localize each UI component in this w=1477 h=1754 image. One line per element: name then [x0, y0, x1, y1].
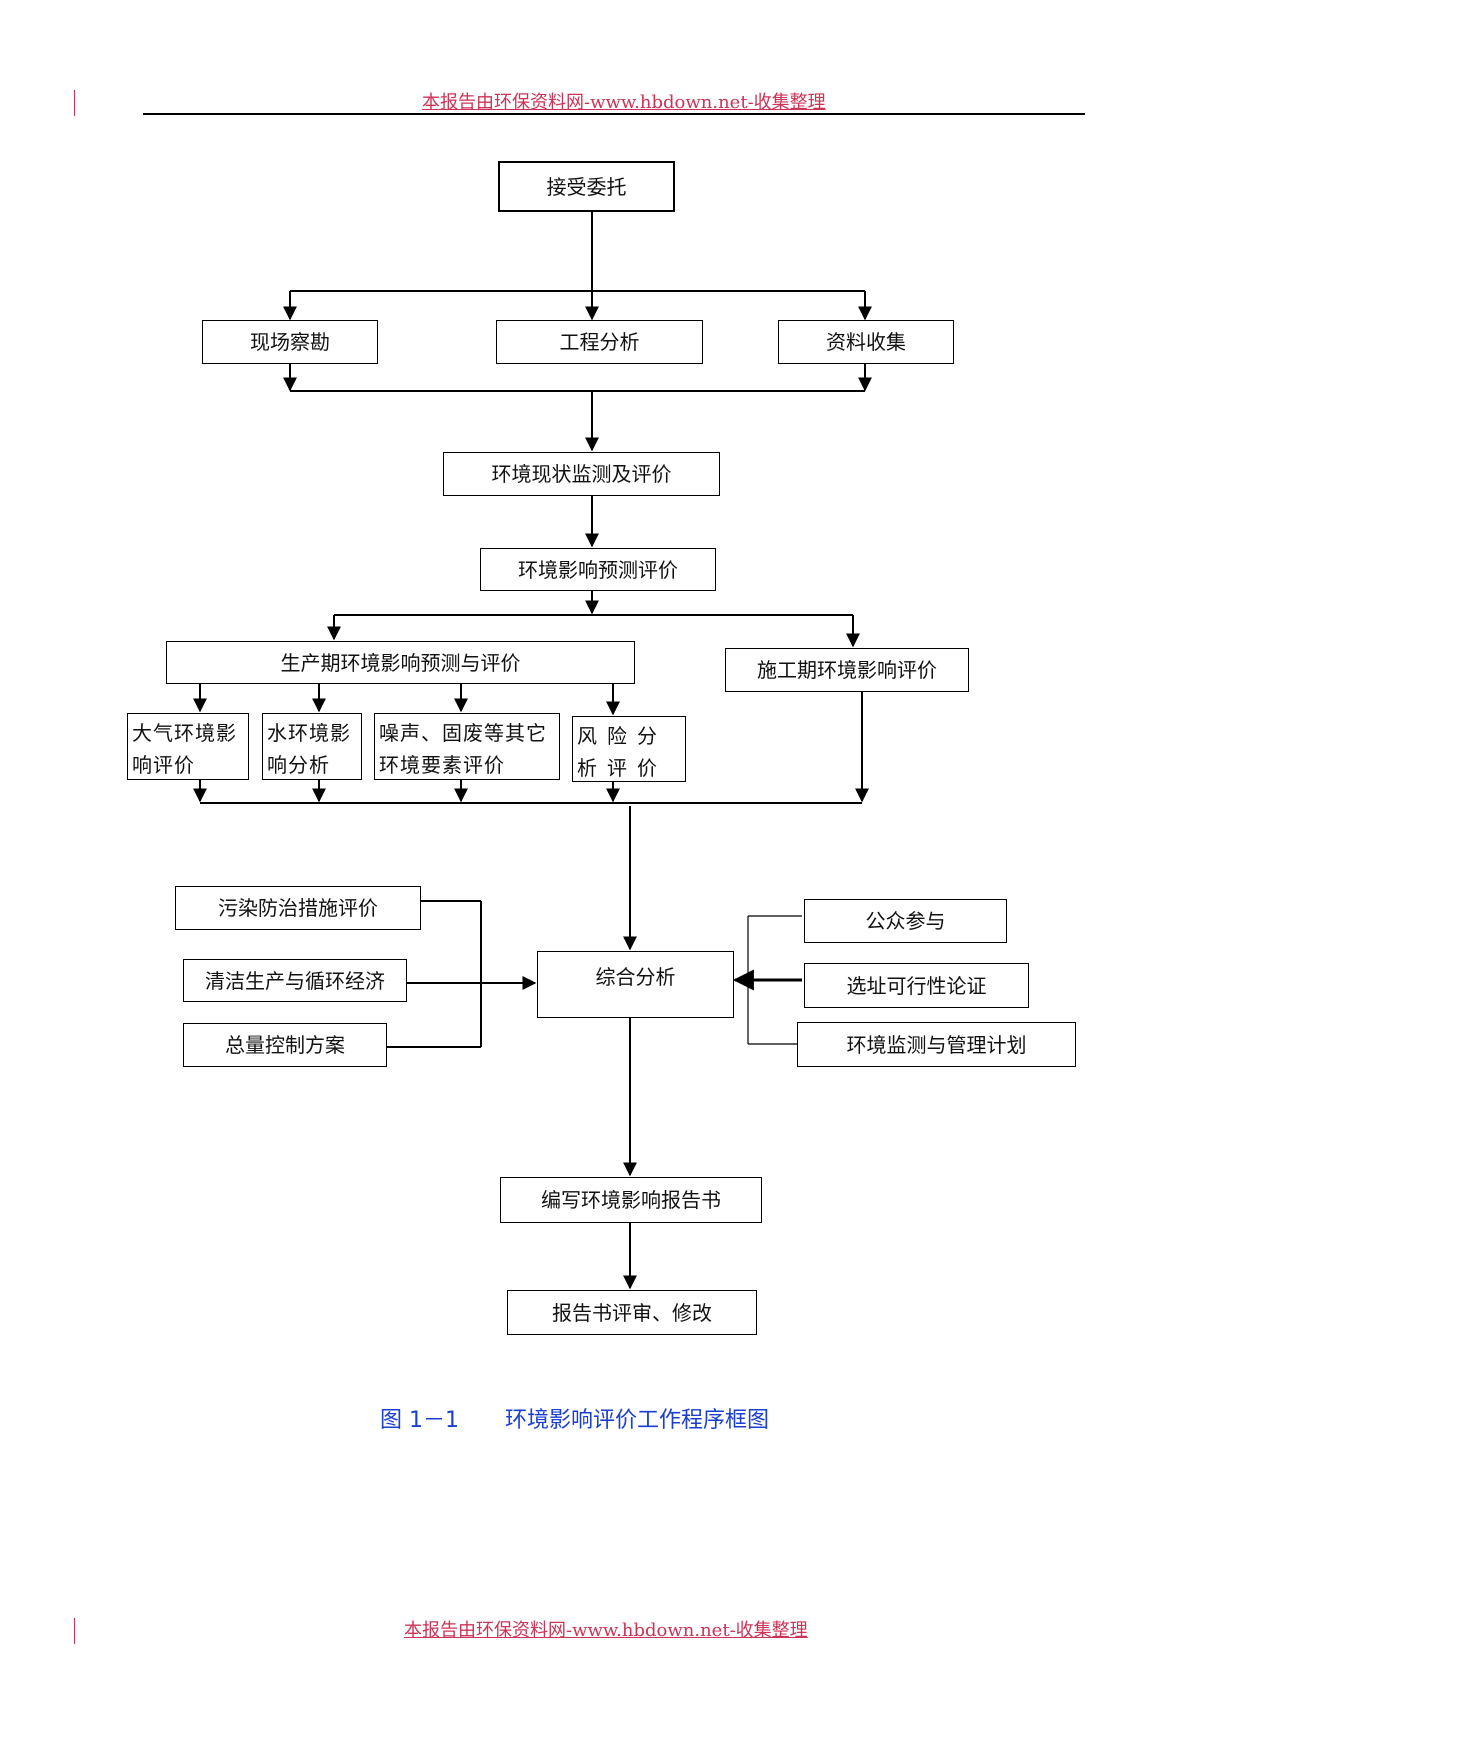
margin-mark-top: [74, 90, 75, 116]
node-data-collection: 资料收集: [778, 320, 954, 364]
node-impact-prediction: 环境影响预测评价: [480, 548, 716, 591]
figure-number: 图 1－1: [380, 1408, 459, 1433]
node-engineering-analysis-label: 工程分析: [559, 330, 640, 354]
node-site-survey-label: 现场察勘: [250, 330, 330, 354]
node-operation-phase-label: 生产期环境影响预测与评价: [280, 650, 521, 675]
node-clean-production: 清洁生产与循环经济: [183, 959, 407, 1002]
node-site-survey: 现场察勘: [202, 320, 378, 364]
node-pollution-control-label: 污染防治措施评价: [218, 896, 378, 920]
node-report-review-label: 报告书评审、修改: [552, 1300, 712, 1325]
node-noise-waste: 噪声、固废等其它环境要素评价: [374, 713, 560, 780]
node-comprehensive-analysis-label: 综合分析: [595, 965, 676, 989]
margin-mark-bottom: [74, 1618, 75, 1644]
node-write-report: 编写环境影响报告书: [500, 1177, 762, 1223]
node-report-review: 报告书评审、修改: [507, 1290, 757, 1335]
header-rule: [143, 113, 1085, 115]
node-monitoring-plan-label: 环境监测与管理计划: [846, 1032, 1027, 1057]
node-water-impact-label: 水环境影响分析: [267, 721, 351, 777]
node-operation-phase: 生产期环境影响预测与评价: [166, 641, 635, 684]
footer-watermark-link[interactable]: 本报告由环保资料网-www.hbdown.net-收集整理: [404, 1620, 808, 1641]
node-air-impact-label: 大气环境影响评价: [132, 721, 237, 777]
node-monitoring-plan: 环境监测与管理计划: [797, 1022, 1076, 1067]
node-water-impact: 水环境影响分析: [262, 713, 362, 780]
node-pollution-control: 污染防治措施评价: [175, 886, 421, 930]
node-entrust-label: 接受委托: [546, 174, 627, 199]
node-total-control-label: 总量控制方案: [225, 1033, 345, 1057]
node-engineering-analysis: 工程分析: [496, 320, 703, 364]
node-noise-waste-label: 噪声、固废等其它环境要素评价: [379, 721, 547, 777]
node-public-participation-label: 公众参与: [865, 909, 946, 933]
node-site-feasibility: 选址可行性论证: [804, 963, 1029, 1008]
node-write-report-label: 编写环境影响报告书: [541, 1188, 721, 1212]
node-baseline-monitoring-label: 环境现状监测及评价: [491, 462, 672, 486]
node-risk-analysis: 风险分析评价: [572, 716, 686, 782]
node-entrust: 接受委托: [498, 161, 675, 212]
node-risk-analysis-label: 风险分析评价: [577, 724, 667, 780]
node-data-collection-label: 资料收集: [826, 330, 906, 354]
node-public-participation: 公众参与: [804, 899, 1007, 943]
node-total-control: 总量控制方案: [183, 1023, 387, 1067]
node-clean-production-label: 清洁生产与循环经济: [205, 968, 385, 993]
node-construction-phase: 施工期环境影响评价: [725, 648, 969, 692]
node-comprehensive-analysis: 综合分析: [537, 951, 734, 1018]
figure-title: 环境影响评价工作程序框图: [505, 1408, 770, 1433]
node-impact-prediction-label: 环境影响预测评价: [518, 557, 678, 582]
node-air-impact: 大气环境影响评价: [127, 713, 249, 780]
figure-caption: 图 1－1 环境影响评价工作程序框图: [380, 1402, 769, 1434]
node-construction-phase-label: 施工期环境影响评价: [757, 658, 937, 682]
header-watermark-link[interactable]: 本报告由环保资料网-www.hbdown.net-收集整理: [422, 92, 826, 113]
node-baseline-monitoring: 环境现状监测及评价: [443, 452, 720, 496]
node-site-feasibility-label: 选址可行性论证: [846, 973, 987, 998]
